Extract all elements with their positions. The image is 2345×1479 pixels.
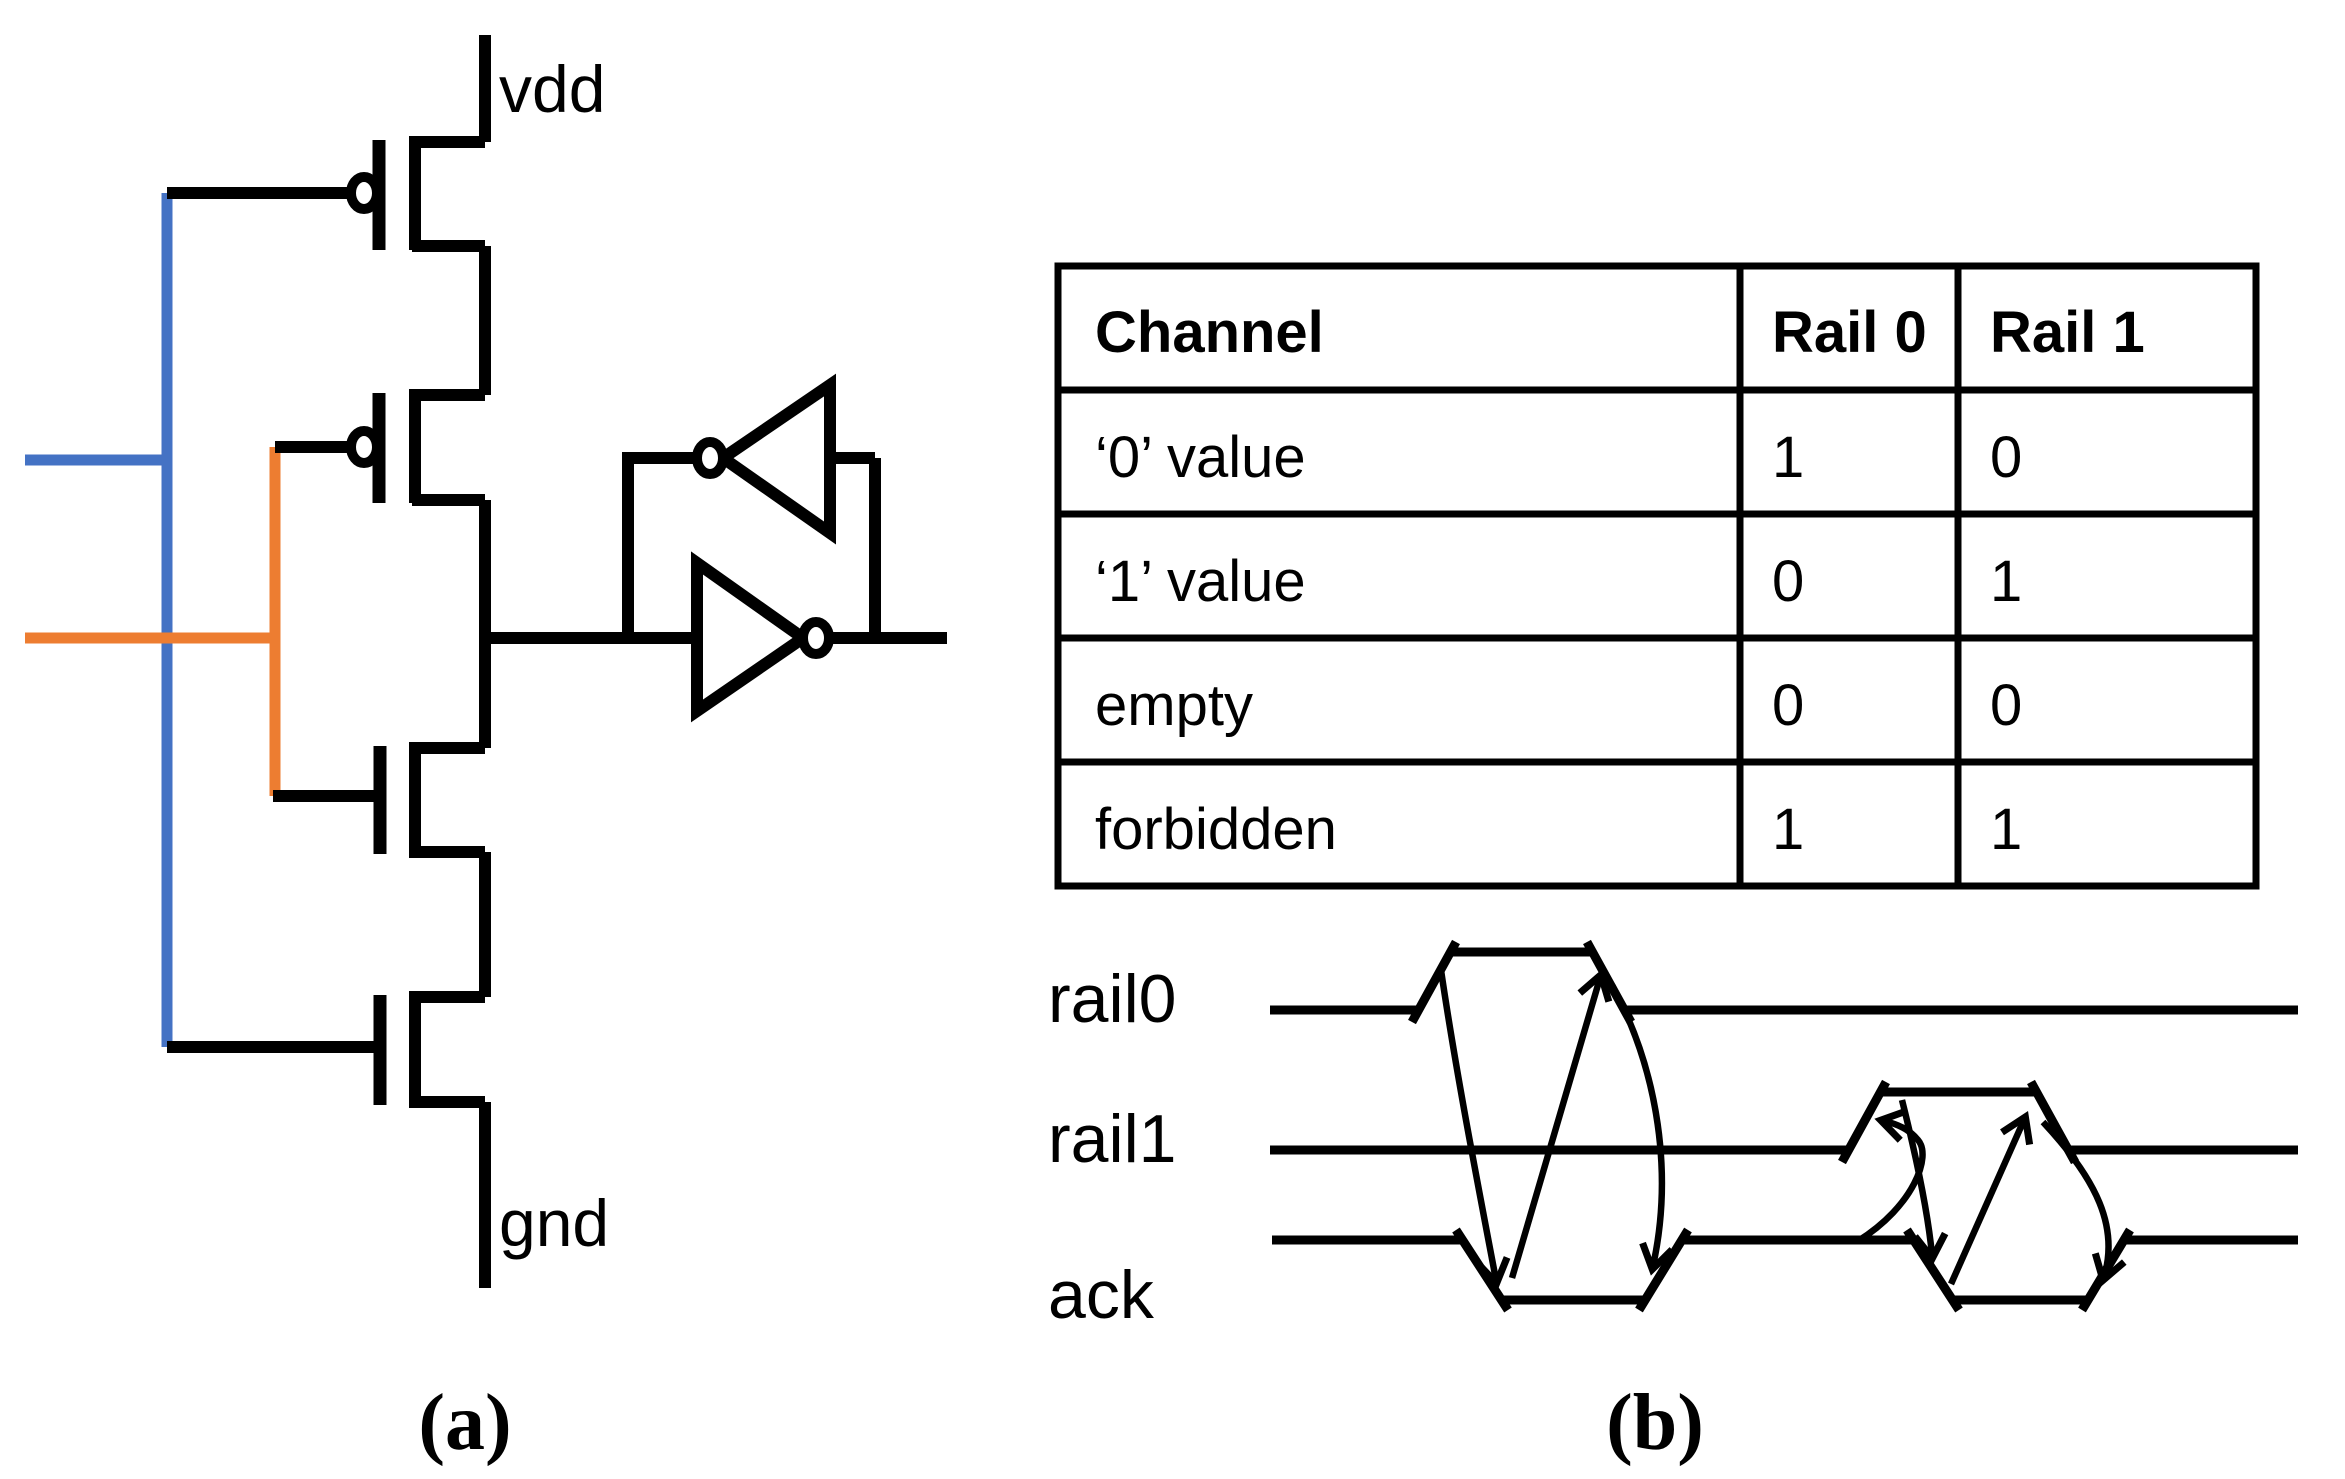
- cmos-schematic: vdd gnd (a): [25, 35, 947, 1467]
- ack-levels: [1272, 1235, 2298, 1305]
- handshake-arrows-rail0: [1437, 968, 1675, 1290]
- arrow-rail0rise-to-ackfall: [1437, 969, 1511, 1290]
- table-column-lines: [1736, 266, 1962, 886]
- cell-r3c2: 0: [1772, 673, 1804, 738]
- nmos-transistor-lower: [167, 991, 485, 1108]
- waveform-rail1: [1270, 1079, 2298, 1165]
- table-row: ‘1’ value 0 1: [1095, 549, 2022, 614]
- caption-b: (b): [1606, 1379, 1704, 1467]
- cell-r4c1: forbidden: [1095, 797, 1337, 862]
- pmos2-channel: [409, 389, 485, 506]
- signal-label-rail0: rail0: [1048, 961, 1177, 1037]
- waveform-ack: [1272, 1227, 2298, 1313]
- handshake-arrows-rail1: [1856, 1099, 2127, 1287]
- arrow-rail1rise-to-ackfall: [1898, 1099, 1949, 1265]
- vdd-label: vdd: [499, 52, 605, 126]
- input-net-orange: [25, 447, 281, 796]
- waveform-rail0: [1270, 939, 2298, 1025]
- pmos-transistor-top: [167, 136, 485, 252]
- signal-label-ack: ack: [1048, 1257, 1155, 1333]
- caption-a: (a): [418, 1379, 511, 1467]
- table-row: ‘0’ value 1 0: [1095, 425, 2022, 490]
- rail0-levels: [1270, 947, 2298, 1015]
- feedback-inverter-triangle: [712, 373, 836, 545]
- pmos-transistor-second: [275, 389, 485, 506]
- cell-r4c2: 1: [1772, 797, 1804, 862]
- feedback-inverter-bubble: [692, 437, 728, 479]
- signal-label-rail1: rail1: [1048, 1101, 1177, 1177]
- table-border: [1054, 262, 2260, 890]
- table-row-lines: [1058, 386, 2256, 766]
- table-row: forbidden 1 1: [1095, 797, 2022, 862]
- cell-r4c3: 1: [1990, 797, 2022, 862]
- nmos-transistor-upper: [273, 742, 485, 858]
- input-net-blue: [25, 193, 173, 1047]
- rail1-levels: [1270, 1087, 2298, 1155]
- pmos1-bubble: [346, 172, 382, 214]
- cell-r1c1: ‘0’ value: [1095, 425, 1306, 490]
- arrow-ackrise-to-rail1rise: [1856, 1107, 1926, 1244]
- keeper-inverter-pair: [622, 373, 881, 723]
- table-row: empty 0 0: [1095, 673, 2022, 738]
- cell-r2c2: 0: [1772, 549, 1804, 614]
- keeper-feedback-wires: [622, 452, 881, 638]
- arrow-ackfall-to-rail0fall: [1508, 968, 1613, 1279]
- handshake-timing-diagram: rail0 rail1 ack: [1048, 939, 2298, 1467]
- cell-r1c3: 0: [1990, 425, 2022, 490]
- col-header-channel: Channel: [1095, 300, 1324, 365]
- forward-inverter-triangle: [691, 551, 814, 723]
- cell-r2c3: 1: [1990, 549, 2022, 614]
- dual-rail-encoding-table: Channel Rail 0 Rail 1 ‘0’ value 1 0 ‘1’ …: [1054, 262, 2260, 890]
- arrow-rail1fall-to-ackrise: [2040, 1119, 2127, 1287]
- nmos2-channel: [409, 991, 485, 1108]
- gnd-label: gnd: [499, 1186, 609, 1260]
- arrow-ackfall-to-rail1fall: [1948, 1110, 2034, 1286]
- col-header-rail0: Rail 0: [1772, 300, 1927, 365]
- cell-r3c3: 0: [1990, 673, 2022, 738]
- forward-inverter-bubble: [798, 617, 834, 659]
- pmos2-bubble: [346, 426, 382, 468]
- pmos1-channel: [409, 136, 485, 252]
- arrow-rail0fall-to-ackrise: [1609, 983, 1675, 1276]
- col-header-rail1: Rail 1: [1990, 300, 2145, 365]
- cell-r2c1: ‘1’ value: [1095, 549, 1306, 614]
- cell-r1c2: 1: [1772, 425, 1804, 490]
- cell-r3c1: empty: [1095, 673, 1253, 738]
- nmos1-channel: [409, 742, 485, 858]
